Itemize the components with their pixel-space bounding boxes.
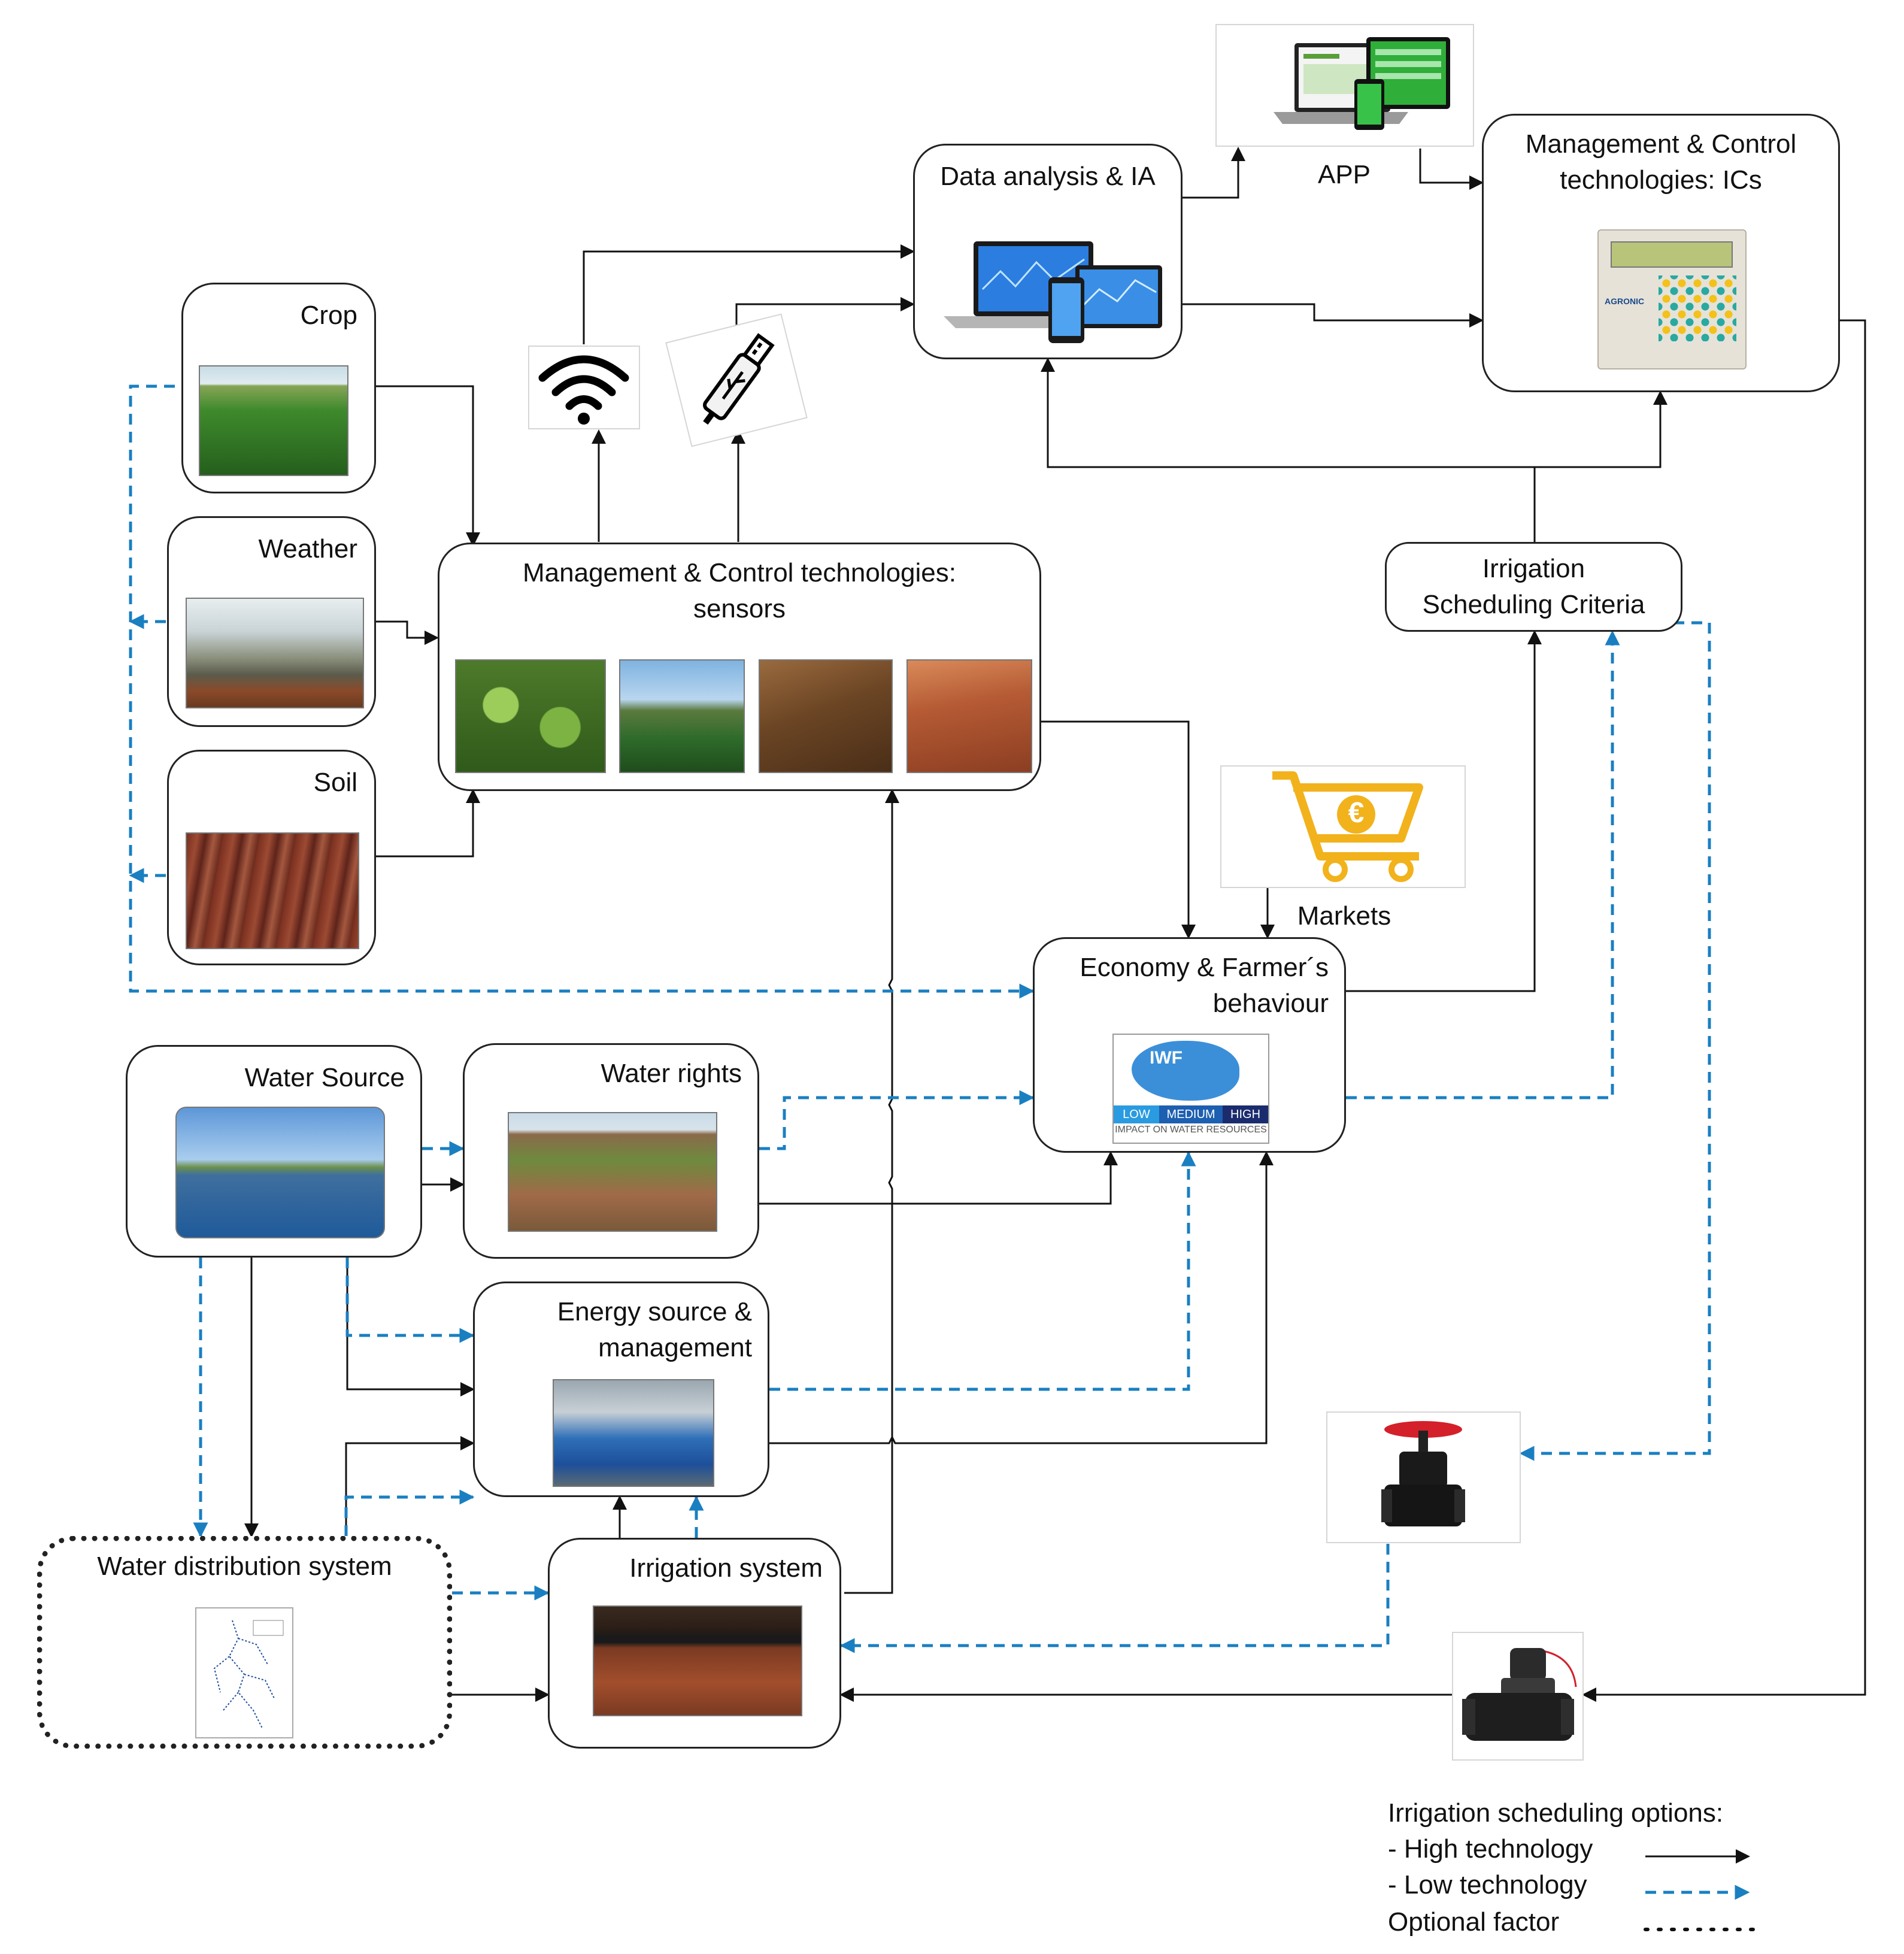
iwf-level-high: HIGH xyxy=(1223,1105,1268,1123)
edge-water-source-to-energy xyxy=(346,1258,475,1396)
edge-ics-to-solenoid xyxy=(1582,319,1866,1702)
iwf-logo-text: IWF xyxy=(1150,1048,1183,1068)
manual-valve-image xyxy=(1326,1411,1521,1543)
node-economy: Economy & Farmer´s behaviour IWF LOW MED… xyxy=(1033,937,1346,1153)
sprinkler-field-photo xyxy=(508,1112,717,1232)
edge-distribution-to-energy xyxy=(345,1436,475,1536)
legend-high-label: - High technology xyxy=(1388,1834,1593,1864)
iwf-level-medium: MEDIUM xyxy=(1159,1105,1223,1123)
edge-crop-to-sensors xyxy=(375,385,480,547)
edge-low-energy-to-economy xyxy=(769,1151,1196,1391)
node-water-source: Water Source xyxy=(126,1045,422,1258)
edge-data-analysis-to-app xyxy=(1183,147,1245,199)
drip-irrigation-photo xyxy=(593,1605,802,1716)
markets-cart-image: € xyxy=(1220,765,1466,888)
network-map-image xyxy=(195,1607,293,1738)
devices-icon xyxy=(944,241,1162,343)
solenoid-valve-image xyxy=(1452,1632,1584,1761)
iwf-logo: IWF LOW MEDIUM HIGH IMPACT ON WATER RESO… xyxy=(1112,1034,1269,1144)
edge-sensors-to-economy xyxy=(1041,720,1196,939)
sensors-label: Management & Control technologies: senso… xyxy=(523,558,956,623)
edge-low-distribution-to-energy xyxy=(344,1489,475,1536)
edge-criteria-to-ics xyxy=(1533,390,1667,542)
edge-weather-to-sensors xyxy=(375,620,439,645)
crop-field-photo xyxy=(199,365,348,476)
water-reservoir-photo xyxy=(175,1107,385,1238)
node-scheduling-criteria: Irrigation Scheduling Criteria xyxy=(1385,542,1682,632)
edge-criteria-to-data-analysis xyxy=(1041,358,1536,470)
edge-irrigation-to-sensors xyxy=(844,789,899,1594)
sensor-photo-leaves xyxy=(455,659,606,773)
currency-symbol: € xyxy=(1348,797,1365,829)
edge-energy-to-economy xyxy=(769,1151,1274,1444)
edge-low-criteria-to-valve xyxy=(1519,621,1711,1461)
iwf-logo-caption: IMPACT ON WATER RESOURCES xyxy=(1115,1125,1267,1135)
legend-optional-label: Optional factor xyxy=(1388,1907,1560,1937)
sensor-photo-field-station xyxy=(619,659,745,773)
irrigation-controller-device: AGRONIC xyxy=(1597,229,1747,369)
edge-wifi-to-data-analysis xyxy=(583,244,915,344)
weather-label: Weather xyxy=(258,534,358,564)
crop-label: Crop xyxy=(300,301,357,330)
edge-water-rights-to-economy xyxy=(759,1151,1118,1205)
app-devices-image xyxy=(1215,24,1474,147)
node-soil: Soil xyxy=(167,750,376,965)
node-irrigation-system: Irrigation system xyxy=(548,1538,841,1749)
ics-label: Management & Control technologies: ICs xyxy=(1525,129,1797,195)
irrigation-system-label: Irrigation system xyxy=(629,1553,823,1583)
sensor-photo-soil-section xyxy=(906,659,1032,773)
data-analysis-label: Data analysis & IA xyxy=(940,162,1156,191)
markets-label: Markets xyxy=(1297,901,1391,931)
distribution-label: Water distribution system xyxy=(97,1552,392,1581)
scheduling-criteria-label: Irrigation Scheduling Criteria xyxy=(1422,554,1645,619)
legend-title: Irrigation scheduling options: xyxy=(1388,1798,1724,1828)
edge-low-water-source-to-energy xyxy=(345,1258,475,1343)
edge-data-analysis-to-ics xyxy=(1183,303,1484,328)
edge-economy-to-criteria xyxy=(1346,630,1542,992)
usb-icon xyxy=(665,313,808,447)
node-weather: Weather xyxy=(167,516,376,727)
water-rights-label: Water rights xyxy=(601,1059,742,1088)
iwf-level-low: LOW xyxy=(1114,1105,1159,1123)
wifi-icon xyxy=(528,346,640,429)
node-distribution: Water distribution system xyxy=(37,1536,452,1749)
solenoid-valve-icon xyxy=(1462,1648,1577,1741)
energy-label: Energy source & management xyxy=(557,1297,752,1362)
water-source-label: Water Source xyxy=(244,1063,405,1092)
edge-low-valve-to-irrigation xyxy=(839,1544,1390,1653)
soil-label: Soil xyxy=(313,768,357,797)
node-crop: Crop xyxy=(181,283,376,493)
edge-low-crop-to-economy xyxy=(129,384,1035,999)
edge-low-water-rights-to-economy xyxy=(759,1090,1035,1150)
soil-profile-photo xyxy=(186,832,359,949)
weather-station-photo xyxy=(186,598,364,708)
edge-app-to-ics xyxy=(1419,149,1484,190)
node-water-rights: Water rights xyxy=(463,1043,759,1259)
edge-low-economy-to-criteria xyxy=(1346,630,1620,1099)
app-label: APP xyxy=(1317,160,1371,189)
edge-soil-to-sensors xyxy=(375,789,480,858)
legend-low-label: - Low technology xyxy=(1388,1870,1587,1900)
economy-label: Economy & Farmer´s behaviour xyxy=(1080,953,1329,1018)
gate-valve-icon xyxy=(1381,1421,1465,1526)
controller-brand-label: AGRONIC xyxy=(1605,296,1645,306)
sensor-photo-soil-probe xyxy=(759,659,893,773)
node-sensors: Management & Control technologies: senso… xyxy=(438,543,1041,791)
node-data-analysis: Data analysis & IA xyxy=(913,144,1183,359)
node-ics: Management & Control technologies: ICs A… xyxy=(1482,114,1840,392)
shopping-cart-icon xyxy=(1272,771,1423,882)
pumping-station-photo xyxy=(553,1379,714,1487)
node-energy: Energy source & management xyxy=(473,1282,769,1497)
